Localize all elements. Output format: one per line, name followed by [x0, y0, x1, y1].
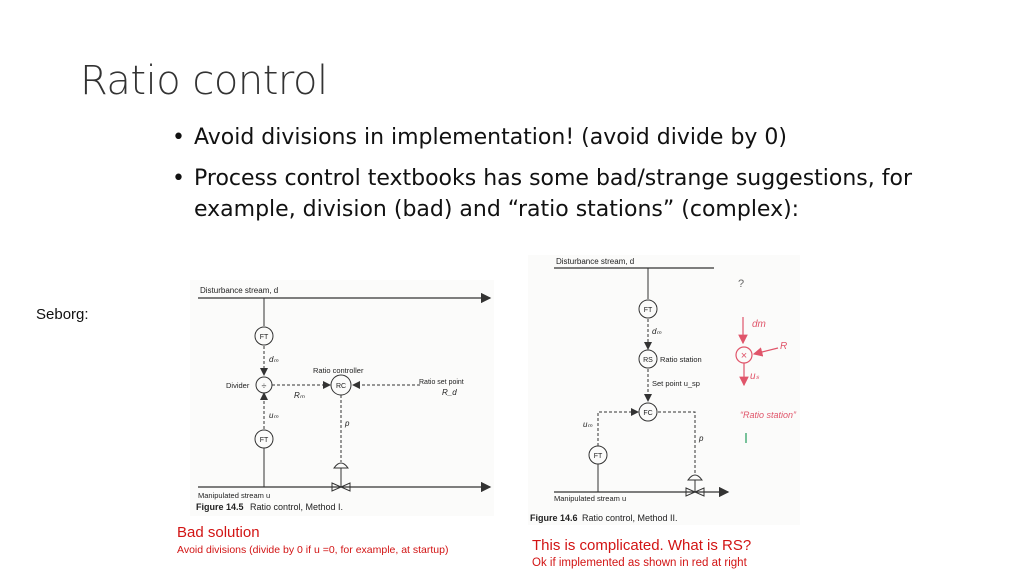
fc-circle [638, 402, 658, 422]
divider-label: Divider [226, 381, 250, 390]
figure-one-caption-text: Ratio control, Method I. [250, 502, 343, 512]
figure-method-two-diagram: Disturbance stream, d FT dₘ RS Ratio sta… [530, 257, 797, 523]
dm-label: dₘ [269, 355, 278, 364]
disturbance-stream-label: Disturbance stream, d [200, 286, 278, 295]
rm-label: Rₘ [294, 391, 305, 400]
manipulated-stream-label: Manipulated stream u [554, 494, 626, 503]
setpoint-label: Set point u_sp [652, 379, 700, 388]
rs-circle [638, 349, 658, 369]
bullet-item-textbooks: Process control textbooks has some bad/s… [172, 163, 932, 225]
manipulated-stream-label: Manipulated stream u [198, 491, 270, 500]
hand-r-label: R [780, 341, 787, 352]
complicated-detail: Ok if implemented as shown in red at rig… [532, 557, 747, 569]
ratio-controller-label: Ratio controller [313, 366, 364, 375]
fc-label: FC [643, 410, 652, 417]
um-label: uₘ [269, 411, 278, 420]
figure-two-caption-text: Ratio control, Method II. [582, 513, 678, 523]
p-signal [658, 411, 696, 475]
um-label: uₘ [583, 420, 592, 429]
rd-label: R_d [442, 388, 457, 397]
valve-actuator [687, 474, 703, 481]
setpoint-label: Ratio set point [419, 379, 464, 386]
ft-bottom-label: FT [594, 453, 603, 460]
bad-solution-title: Bad solution [177, 524, 260, 541]
ft-top-label: FT [644, 307, 653, 314]
bullet-list: Avoid divisions in implementation! (avoi… [172, 122, 932, 235]
hand-multiplier-symbol: × [741, 350, 747, 362]
p-label: p [344, 419, 350, 428]
um-signal [597, 408, 639, 451]
valve-actuator [333, 462, 349, 469]
p-label: p [698, 434, 704, 443]
hand-r-arrow [752, 347, 779, 357]
rs-label: RS [643, 357, 653, 364]
bad-solution-note: Bad solution Avoid divisions (divide by … [177, 524, 448, 556]
handwritten-question-mark: ? [738, 278, 744, 290]
complicated-note: This is complicated. What is RS? Ok if i… [532, 537, 751, 569]
figure-two-caption-number: Figure 14.6 [530, 513, 578, 523]
ft-top-label: FT [260, 334, 269, 341]
figure-one-caption-number: Figure 14.5 [196, 502, 244, 512]
dm-label: dₘ [652, 327, 661, 336]
disturbance-stream-label: Disturbance stream, d [556, 257, 634, 266]
complicated-title: This is complicated. What is RS? [532, 537, 752, 554]
figure-method-two: Disturbance stream, d FT dₘ RS Ratio sta… [528, 255, 800, 525]
figure-method-one: Disturbance stream, d FT dₘ ÷ Divider Rₘ… [190, 280, 494, 516]
slide-title: Ratio control [80, 58, 328, 104]
figure-method-one-diagram: Disturbance stream, d FT dₘ ÷ Divider Rₘ… [196, 286, 492, 512]
hand-u-label: uₛ [750, 371, 760, 382]
source-label: Seborg: [36, 306, 89, 323]
rc-label: RC [336, 383, 346, 390]
ratio-station-label: Ratio station [660, 355, 702, 364]
hand-ratio-station-label: “Ratio station” [740, 410, 797, 420]
divider-symbol: ÷ [262, 381, 267, 391]
ft-top-circle [254, 326, 274, 346]
hand-dm-label: dm [752, 319, 766, 330]
bullet-item-divisions: Avoid divisions in implementation! (avoi… [172, 122, 932, 153]
ft-top-circle [638, 299, 658, 319]
bad-solution-detail: Avoid divisions (divide by 0 if u =0, fo… [177, 544, 449, 556]
ft-bottom-label: FT [260, 437, 269, 444]
